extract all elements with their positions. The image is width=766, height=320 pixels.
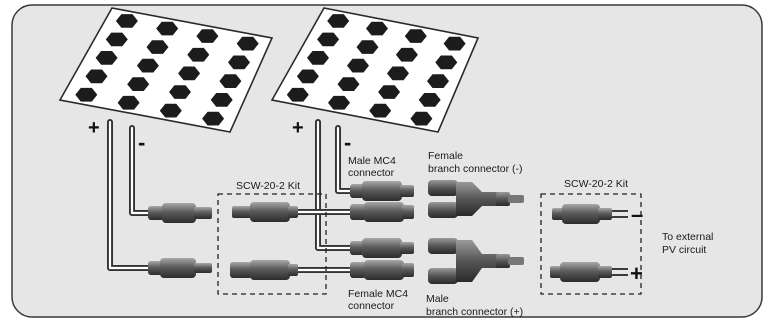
mc4-connectors: [148, 181, 612, 282]
solar-cell: [337, 77, 360, 91]
solar-cell: [115, 14, 138, 28]
solar-cell: [369, 103, 392, 118]
mc4-connector-icon: [350, 260, 414, 280]
solar-cell: [159, 103, 182, 118]
solar-cell: [146, 40, 169, 54]
solar-cell: [178, 66, 201, 81]
external-label-line2: PV circuit: [662, 244, 706, 256]
mc4-connector-icon: [232, 202, 298, 222]
female-branch-label-line2: branch connector (-): [428, 163, 523, 175]
solar-cell: [228, 55, 250, 70]
panel2-minus-sign: -: [344, 130, 351, 155]
mc4-connector-icon: [350, 181, 414, 201]
solar-cell: [443, 36, 466, 51]
mc4-connector-icon: [148, 258, 212, 278]
panel2-plus-sign: +: [292, 117, 304, 139]
solar-cell: [95, 51, 118, 65]
solar-cell: [347, 58, 369, 73]
solar-cell: [286, 87, 309, 102]
solar-cell: [210, 93, 233, 107]
solar-cell: [105, 32, 128, 47]
solar-cell: [117, 95, 140, 110]
solar-cell: [75, 87, 98, 102]
solar-cell: [410, 111, 433, 126]
female-branch-label-line1: Female: [428, 150, 463, 162]
panel1-minus-sign: -: [138, 130, 145, 155]
female-mc4-label-line1: Female MC4: [348, 288, 408, 300]
solar-cell: [356, 40, 379, 54]
kit-box-left: [217, 193, 327, 295]
solar-cell: [435, 55, 458, 70]
male-branch-label-line1: Male: [426, 293, 449, 305]
male-mc4-label-line1: Male MC4: [348, 155, 396, 167]
panel1-plus-sign: +: [88, 117, 100, 139]
solar-cell: [202, 111, 225, 126]
solar-cell: [317, 32, 340, 47]
panel-1-cells: [75, 14, 259, 126]
external-label-line1: To external: [662, 231, 713, 243]
solar-cell: [418, 93, 441, 107]
mc4-connector-icon: [550, 262, 612, 282]
solar-cell: [387, 66, 409, 81]
solar-cell: [327, 14, 350, 28]
solar-panel-2: [270, 7, 480, 133]
solar-cell: [85, 69, 108, 84]
mc4-connector-icon: [148, 203, 212, 223]
mc4-connector-icon: [350, 202, 414, 222]
solar-cell: [378, 85, 401, 99]
solar-cell: [169, 85, 191, 99]
solar-cell: [196, 29, 219, 43]
solar-cell: [366, 21, 388, 36]
cables: [107, 119, 355, 273]
output-leads: [612, 210, 628, 276]
solar-cell: [156, 21, 179, 36]
solar-cell: [404, 29, 427, 43]
solar-cell: [328, 95, 350, 110]
solar-cell: [187, 47, 210, 62]
branch-connector-icon: [428, 238, 524, 284]
branch-connector-icon: [428, 180, 524, 218]
kit-right-label: SCW-20-2 Kit: [564, 178, 628, 190]
solar-cell: [296, 69, 319, 84]
solar-cell: [236, 36, 259, 51]
male-branch-label-line2: branch connector (+): [426, 306, 523, 318]
solar-cell: [307, 51, 329, 65]
kit-left-label: SCW-20-2 Kit: [236, 180, 300, 192]
mc4-connector-icon: [230, 260, 298, 280]
kit-box-right: [540, 193, 642, 295]
male-mc4-label-line2: connector: [348, 167, 395, 179]
solar-cell: [219, 74, 242, 88]
mc4-connector-icon: [552, 204, 612, 224]
solar-cell: [427, 74, 449, 88]
solar-cell: [136, 58, 159, 73]
solar-panel-1: [58, 7, 274, 133]
output-plus-sign: +: [630, 261, 643, 286]
mc4-connector-icon: [350, 238, 414, 258]
output-minus-sign: –: [631, 202, 643, 227]
solar-cell: [127, 77, 150, 91]
panel-2-cells: [286, 14, 466, 126]
female-mc4-label-line2: connector: [348, 300, 395, 312]
solar-cell: [395, 47, 418, 62]
